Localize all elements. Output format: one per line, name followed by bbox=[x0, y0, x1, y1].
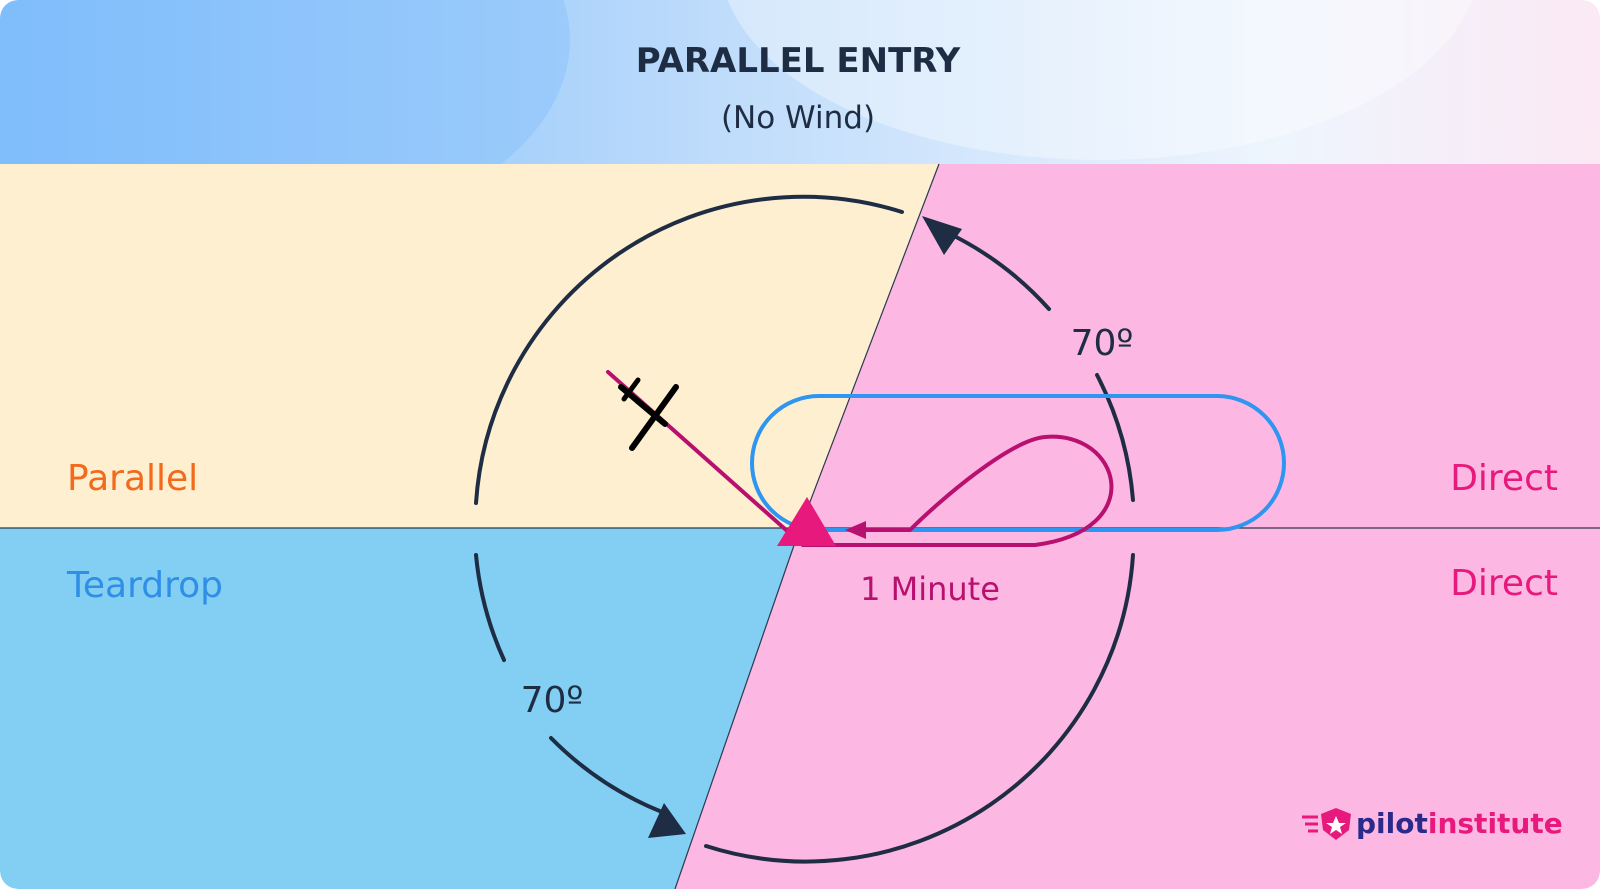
logo-text-pilot: pilot bbox=[1356, 807, 1428, 840]
arrowhead-lower-icon bbox=[648, 803, 686, 838]
outbound-teardrop-path bbox=[801, 434, 1114, 547]
parallel-sector bbox=[0, 164, 939, 528]
entry-circle bbox=[474, 194, 1135, 864]
angle-arrow-upper bbox=[922, 216, 1051, 311]
arrowhead-upper-icon bbox=[922, 216, 962, 255]
circle-arc-upper-left bbox=[474, 194, 904, 505]
teardrop-sector-label: Teardrop bbox=[66, 565, 223, 606]
sector-divider-lower bbox=[674, 527, 801, 889]
triangle-fix-icon bbox=[777, 497, 836, 546]
page-title: PARALLEL ENTRY bbox=[636, 41, 961, 81]
page-subtitle: (No Wind) bbox=[721, 100, 875, 136]
return-arrowhead-icon bbox=[845, 521, 866, 539]
direct-sector-label-lower: Direct bbox=[1450, 563, 1558, 604]
circle-arc-right-lower bbox=[704, 553, 1135, 864]
angle-label-lower: 70º bbox=[521, 680, 584, 721]
parallel-sector-label: Parallel bbox=[67, 458, 198, 499]
direct-sector-label-upper: Direct bbox=[1450, 458, 1558, 499]
pilot-institute-shield-icon bbox=[1302, 808, 1351, 840]
circle-arc-right-upper bbox=[1095, 373, 1135, 502]
circle-arc-left-lower bbox=[474, 553, 506, 662]
direct-sector bbox=[675, 164, 1600, 889]
pilot-institute-logo: pilotinstitute bbox=[1302, 807, 1563, 840]
leg-time-label: 1 Minute bbox=[860, 570, 1000, 608]
angle-arrow-lower bbox=[549, 736, 686, 838]
angle-label-upper: 70º bbox=[1071, 323, 1134, 364]
airplane-icon bbox=[618, 377, 679, 451]
holding-pattern bbox=[750, 394, 1286, 532]
svg-text:pilotinstitute: pilotinstitute bbox=[1356, 807, 1563, 840]
logo-text-institute: institute bbox=[1428, 807, 1563, 840]
header-band bbox=[0, 0, 1600, 240]
teardrop-sector bbox=[0, 528, 800, 889]
sector-divider-upper bbox=[799, 163, 940, 529]
